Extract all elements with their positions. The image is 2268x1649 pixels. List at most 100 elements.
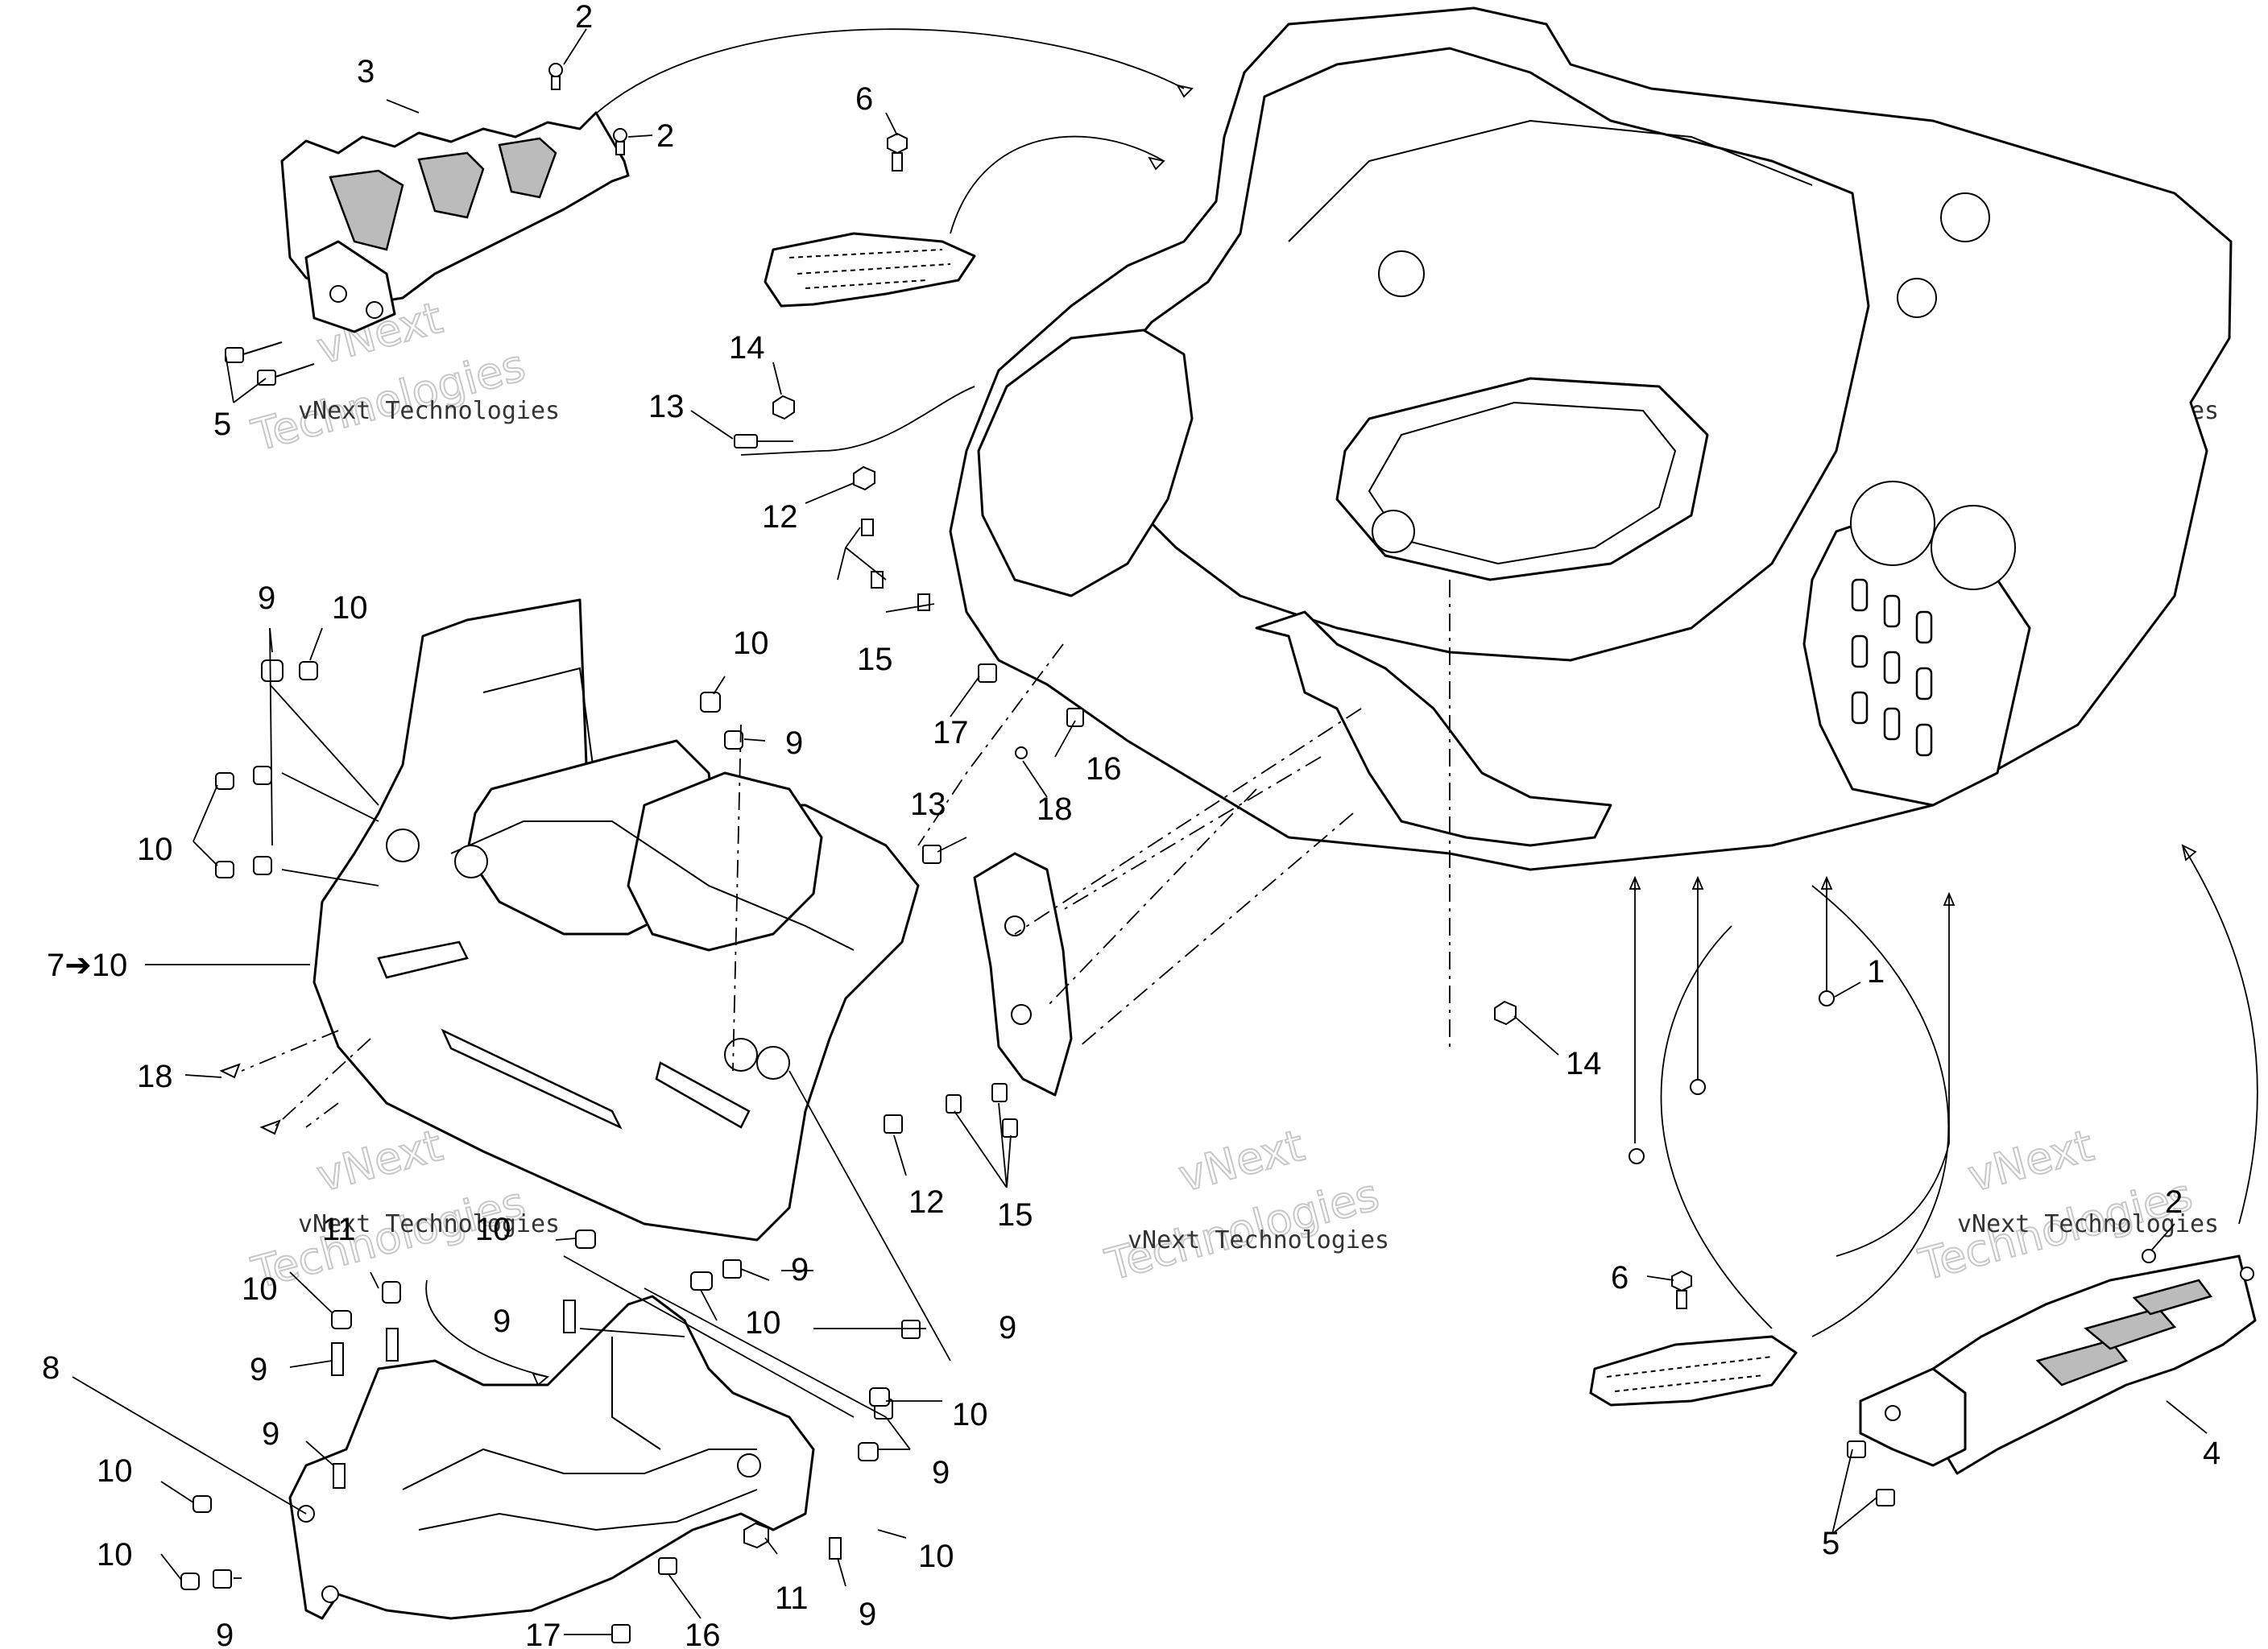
bolt-icon — [887, 132, 908, 172]
callout-2: 2 — [656, 118, 674, 154]
callout-14: 14 — [1566, 1046, 1602, 1081]
callout-9: 9 — [791, 1252, 809, 1287]
chassis-port — [1897, 278, 1937, 318]
callout-10: 10 — [952, 1397, 988, 1432]
bolt-icon — [922, 845, 942, 864]
callout-10: 10 — [242, 1271, 278, 1307]
callout-13: 13 — [910, 787, 946, 822]
callout-4: 4 — [2203, 1436, 2220, 1471]
callout-10: 10 — [918, 1539, 954, 1574]
plate-slot — [1851, 578, 1869, 612]
nut-icon — [1494, 1000, 1517, 1026]
callout-6: 6 — [1611, 1260, 1629, 1296]
callout-2: 2 — [575, 0, 593, 35]
rivet-icon — [1015, 746, 1028, 759]
mount-hole — [737, 1453, 761, 1477]
plate-slot — [1915, 667, 1933, 701]
callout-9: 9 — [785, 725, 803, 761]
leader-lines — [241, 28, 2258, 1418]
bolt-icon — [734, 434, 793, 448]
watermark-outline-top: vNext — [1963, 1120, 2099, 1202]
bolt-icon — [331, 1328, 399, 1376]
mount-hole — [724, 1038, 758, 1072]
callout-16: 16 — [685, 1618, 721, 1649]
callout-10: 10 — [745, 1305, 781, 1341]
callout-2: 2 — [2165, 1184, 2183, 1220]
chassis-port — [1940, 192, 1990, 242]
callout-17: 17 — [525, 1618, 561, 1649]
bolt-icon — [213, 1463, 346, 1589]
bolt-icon — [225, 341, 283, 363]
plate-slot — [1883, 651, 1901, 684]
callout-leaders — [72, 28, 2208, 1635]
chassis-port — [1372, 510, 1415, 553]
bushing-icon — [215, 856, 272, 878]
chassis-port — [1850, 481, 1935, 566]
bushing-icon — [215, 766, 272, 790]
chassis-assembly — [949, 6, 2233, 871]
callout-3: 3 — [357, 54, 375, 89]
bolt-hole — [329, 285, 347, 303]
bolt-icon — [257, 363, 315, 386]
plate-slot — [1883, 594, 1901, 628]
bolt-icon — [548, 63, 563, 90]
bolt-icon — [1847, 1440, 1895, 1506]
callout-labels: 2 3 2 5 6 14 13 12 15 17 16 18 9 10 10 7… — [42, 0, 2220, 1649]
mount-hole — [1004, 915, 1025, 936]
callout-11: 11 — [775, 1581, 809, 1616]
callout-9: 9 — [859, 1597, 876, 1632]
watermark-text: vNext Technologies — [298, 1210, 560, 1238]
mount-hole — [454, 845, 488, 878]
rivet-icon — [219, 1063, 281, 1135]
callout-10: 10 — [97, 1453, 133, 1489]
watermark-text: vNext Technologies — [1128, 1226, 1389, 1254]
callout-15: 15 — [997, 1197, 1033, 1233]
footrest-left — [225, 63, 630, 386]
callout-13: 13 — [648, 389, 685, 424]
bolt-hole — [1885, 1405, 1901, 1421]
bolt-icon — [861, 519, 874, 536]
callout-1: 1 — [1867, 954, 1885, 990]
mount-hole — [321, 1585, 339, 1603]
bolt-icon — [978, 663, 997, 683]
callout-9: 9 — [216, 1618, 234, 1649]
chassis-port — [1378, 250, 1425, 297]
callout-9: 9 — [999, 1310, 1016, 1345]
callout-5: 5 — [1822, 1526, 1840, 1561]
mount-hole — [1011, 1004, 1032, 1025]
nut-icon — [772, 395, 795, 420]
watermark-outline-top: vNext — [312, 1120, 448, 1202]
plate-slot — [1915, 610, 1933, 644]
callout-12: 12 — [908, 1184, 945, 1220]
callout-11: 11 — [322, 1212, 356, 1247]
bushing-icon — [858, 1387, 890, 1461]
nut-icon — [1629, 990, 1835, 1164]
footboard-grip-upper — [764, 132, 976, 308]
callout-10: 10 — [733, 626, 769, 661]
hardware-group — [180, 395, 2254, 1643]
plate-slot — [1851, 691, 1869, 725]
bushing-icon — [575, 1230, 713, 1291]
callout-18: 18 — [137, 1059, 173, 1094]
watermark-text: vNext Technologies — [1957, 1210, 2219, 1238]
bushing-icon — [700, 692, 743, 750]
bolt-icon — [2142, 1249, 2254, 1281]
bushing-icon — [180, 1495, 212, 1590]
callout-14: 14 — [729, 330, 765, 366]
callout-9: 9 — [493, 1304, 511, 1339]
plate-slot — [1883, 707, 1901, 741]
nut-icon — [743, 1522, 769, 1549]
callout-10: 10 — [97, 1537, 133, 1573]
callout-9: 9 — [262, 1416, 279, 1452]
plate-slot — [1915, 723, 1933, 757]
bolt-icon — [871, 571, 884, 589]
callout-9: 9 — [250, 1352, 267, 1387]
bolt-icon — [1671, 1270, 1692, 1309]
watermark-outline-top: vNext — [1173, 1120, 1310, 1202]
plate-slot — [1851, 634, 1869, 668]
bellypan — [312, 598, 920, 1242]
callout-17: 17 — [933, 715, 969, 750]
lower-bracket — [288, 1295, 815, 1620]
bushing-icon — [331, 1281, 401, 1329]
